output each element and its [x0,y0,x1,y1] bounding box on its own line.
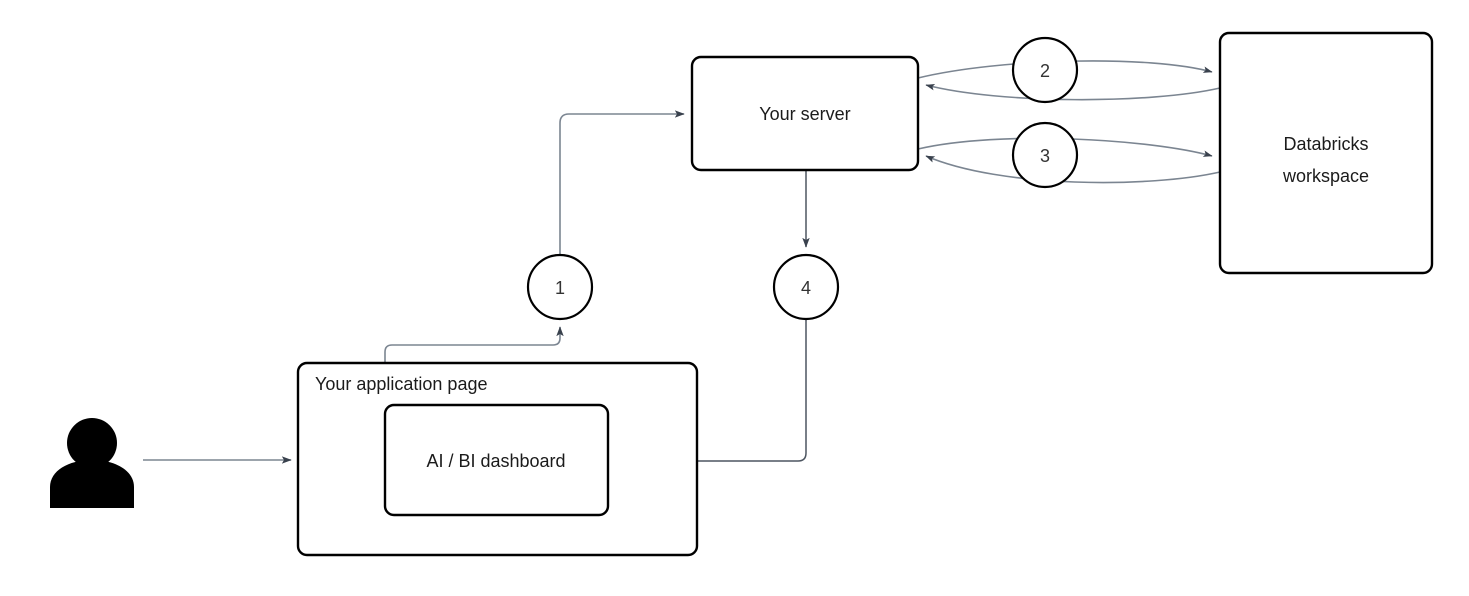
step-marker-3-label: 3 [1040,146,1050,166]
node-ai-bi-dashboard: AI / BI dashboard [383,403,610,517]
step-marker-4-label: 4 [801,278,811,298]
node-your-application-page-label: Your application page [315,374,487,394]
node-your-server-label: Your server [759,104,850,124]
node-your-server: Your server [690,55,920,172]
edge-app-to-step1 [384,326,564,363]
step-marker-1: 1 [526,253,594,321]
edge-step4-to-dashboard [616,319,807,465]
step-marker-2: 2 [1011,36,1079,104]
step-marker-4: 4 [772,253,840,321]
node-ai-bi-dashboard-label: AI / BI dashboard [426,451,565,471]
node-databricks-workspace-label-line2: workspace [1282,166,1369,186]
node-databricks-workspace: Databricks workspace [1218,31,1434,275]
user-actor-icon [50,418,134,508]
step-marker-2-label: 2 [1040,61,1050,81]
step-marker-1-label: 1 [555,278,565,298]
step-marker-3: 3 [1011,121,1079,189]
node-databricks-workspace-label-line1: Databricks [1283,134,1368,154]
edge-step1-to-server [559,110,685,255]
